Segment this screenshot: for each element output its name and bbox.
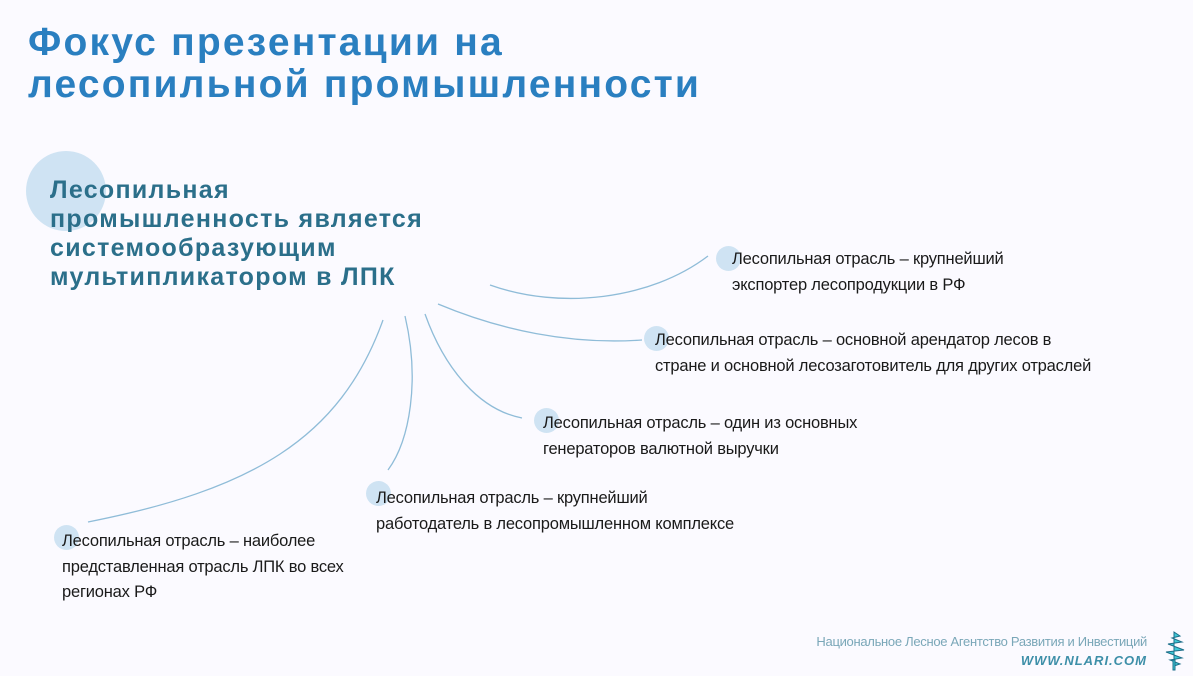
bullet-dot bbox=[716, 246, 741, 271]
point-line: Лесопильная отрасль – крупнейший bbox=[376, 489, 648, 507]
point-regions: Лесопильная отрасль – наиболее представл… bbox=[62, 529, 344, 606]
point-currency: Лесопильная отрасль – один из основных г… bbox=[543, 411, 857, 462]
bullet-dot bbox=[366, 481, 391, 506]
point-line: Лесопильная отрасль – крупнейший bbox=[732, 250, 1004, 268]
slide-title: Фокус презентации на лесопильной промышл… bbox=[28, 22, 701, 106]
point-line: экспортер лесопродукции в РФ bbox=[732, 275, 966, 294]
decorative-circle bbox=[26, 151, 106, 231]
central-statement-line: Лесопильная bbox=[50, 176, 230, 204]
connector-line bbox=[437, 303, 643, 342]
bullet-dot bbox=[644, 326, 669, 351]
point-line: представленная отрасль ЛПК во всех bbox=[62, 557, 344, 576]
website-link[interactable]: WWW.NLARI.COM bbox=[1020, 653, 1147, 668]
point-line: стране и основной лесозаготовитель для д… bbox=[655, 356, 1092, 375]
point-line: Лесопильная отрасль – один из основных bbox=[543, 414, 858, 432]
footer: Национальное Лесное Агентство Развития и… bbox=[816, 634, 1147, 668]
organization-name: Национальное Лесное Агентство Развития и… bbox=[816, 634, 1147, 649]
point-line: Лесопильная отрасль – наиболее bbox=[62, 532, 316, 550]
tree-logo-icon bbox=[1165, 631, 1185, 671]
point-line: генераторов валютной выручки bbox=[543, 439, 779, 458]
point-line: работодатель в лесопромышленном комплекс… bbox=[376, 514, 734, 533]
slide-title-line-1: Фокус презентации на bbox=[28, 21, 504, 64]
central-statement: Лесопильная промышленность является сист… bbox=[50, 176, 423, 292]
central-statement-line: промышленность является bbox=[50, 205, 424, 233]
connector-line bbox=[489, 255, 709, 300]
central-statement-line: мультипликатором в ЛПК bbox=[50, 263, 396, 291]
bullet-dot bbox=[534, 408, 559, 433]
point-line: регионах РФ bbox=[62, 583, 158, 601]
point-employer: Лесопильная отрасль – крупнейший работод… bbox=[376, 486, 734, 537]
connector-line bbox=[424, 313, 523, 419]
slide-title-line-2: лесопильной промышленности bbox=[28, 63, 702, 106]
bullet-dot bbox=[54, 525, 79, 550]
connector-line bbox=[87, 319, 384, 523]
connector-line bbox=[387, 315, 413, 471]
central-statement-line: системообразующим bbox=[50, 234, 337, 262]
point-line: Лесопильная отрасль – основной арендатор… bbox=[655, 331, 1052, 349]
point-export: Лесопильная отрасль – крупнейший экспорт… bbox=[732, 247, 1004, 298]
point-forest-lease: Лесопильная отрасль – основной арендатор… bbox=[655, 328, 1091, 379]
